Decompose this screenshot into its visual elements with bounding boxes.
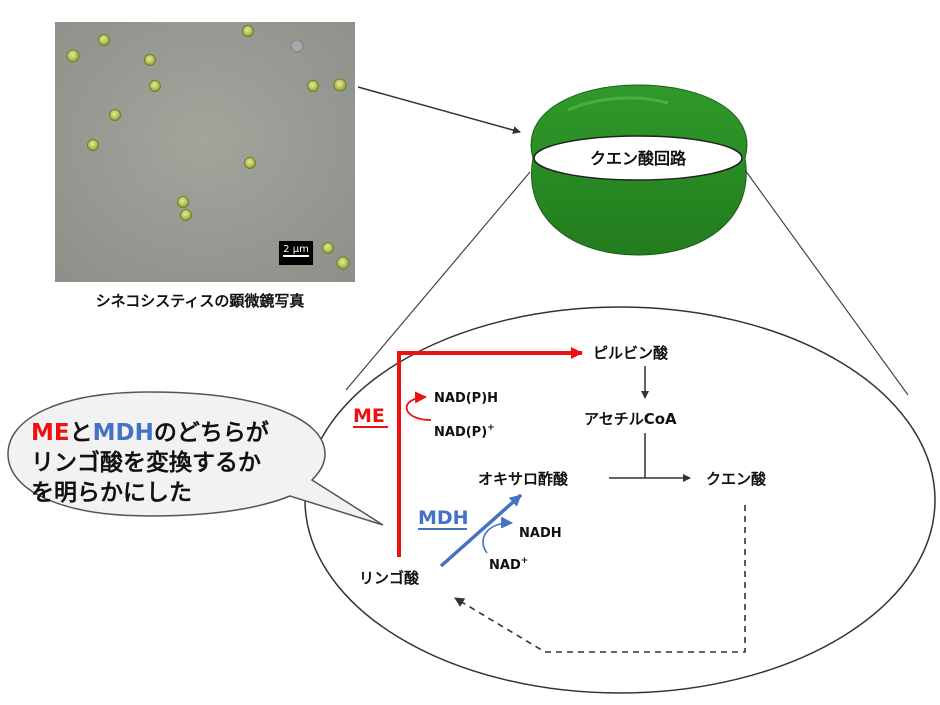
cell-dot	[244, 157, 256, 169]
cell-dot	[242, 25, 254, 37]
cell-dot	[333, 78, 347, 92]
cyanobacteria-cells	[66, 25, 350, 270]
arrow-micrograph-to-cell	[357, 86, 521, 134]
cofactor-nad: NAD+	[489, 556, 528, 573]
micrograph-caption: シネコシスティスの顕微鏡写真	[96, 292, 305, 310]
zoom-line-right	[744, 169, 909, 396]
callout-line1-rest: のどちらが	[154, 419, 269, 446]
scale-bar-box	[279, 241, 313, 265]
cell-dot	[66, 49, 80, 63]
callout-line3: を明らかにした	[31, 480, 192, 506]
cell-dot	[144, 54, 156, 66]
mdh-reaction-arrow	[439, 493, 523, 568]
cell-dot	[290, 39, 304, 53]
cofactor-nadp: NAD(P)+	[434, 423, 495, 440]
tca-cycle-ellipse	[533, 135, 743, 181]
cell-dot	[180, 209, 192, 221]
label-acetyl-coa: アセチルCoA	[584, 410, 677, 428]
callout-mdh: MDH	[93, 420, 154, 446]
me-cofactor-hook	[405, 391, 432, 421]
callout-text: MEとMDHのどちらが リンゴ酸を変換するか を明らかにした	[31, 419, 277, 506]
me-reaction-arrow	[397, 347, 583, 557]
cell-dot	[87, 139, 99, 151]
dashed-return-path	[454, 505, 746, 653]
cell-dot	[149, 80, 161, 92]
label-coa: CoA	[644, 410, 677, 428]
cofactor-nadp-base: NAD(P)	[434, 425, 487, 440]
mdh-cofactor-hook	[482, 516, 513, 554]
enzyme-me-label: ME	[353, 405, 385, 427]
cell-dot	[307, 80, 319, 92]
cell-dot	[177, 196, 189, 208]
cell-dot	[336, 256, 350, 270]
cofactor-nadp-sup: +	[487, 423, 495, 433]
enzyme-mdh-label: MDH	[418, 507, 469, 529]
cofactor-nadh: NADH	[519, 526, 562, 541]
callout-bubble	[7, 391, 384, 526]
label-malate: リンゴ酸	[359, 569, 420, 587]
callout-to: と	[70, 420, 93, 446]
label-acetyl: アセチル	[584, 410, 644, 428]
callout-me: ME	[31, 420, 70, 446]
scale-bar-label: 2 µm	[283, 244, 309, 255]
tca-cycle-label: クエン酸回路	[590, 149, 687, 168]
label-pyruvate: ピルビン酸	[593, 344, 669, 362]
micrograph-background	[55, 22, 355, 282]
cell-illustration: クエン酸回路	[530, 84, 748, 256]
callout-line2: リンゴ酸を変換するか	[31, 449, 261, 476]
label-oxaloacetate: オキサロ酢酸	[478, 470, 569, 488]
cofactor-nad-base: NAD	[489, 558, 521, 573]
label-citrate: クエン酸	[706, 470, 767, 488]
cell-highlight	[567, 96, 669, 112]
cofactor-nadph: NAD(P)H	[434, 391, 498, 406]
cell-dot	[109, 109, 121, 121]
zoom-line-left	[345, 171, 531, 391]
cofactor-nad-sup: +	[521, 556, 529, 566]
micrograph: 2 µm シネコシスティスの顕微鏡写真	[55, 22, 355, 310]
cell-dot	[322, 242, 334, 254]
cell-dot	[98, 34, 110, 46]
